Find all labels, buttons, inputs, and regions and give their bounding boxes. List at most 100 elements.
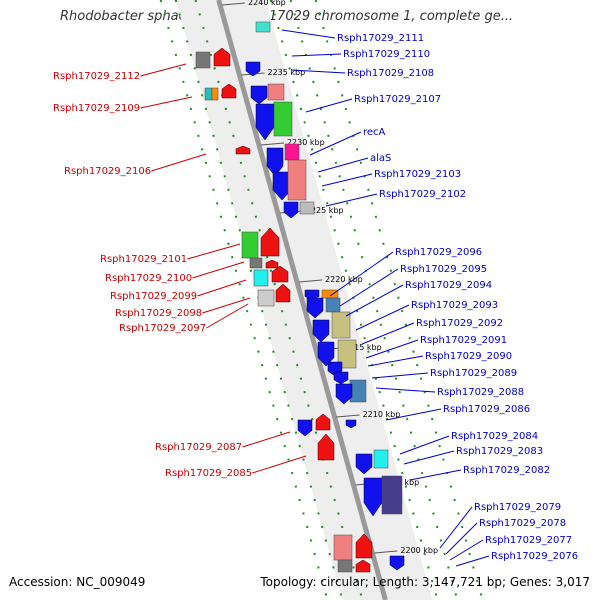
right-leader-line xyxy=(449,539,484,561)
right-leader-line xyxy=(367,355,424,367)
right-gene-label: Rsph17029_2103 xyxy=(374,169,461,180)
right-gene-label: Rsph17029_2089 xyxy=(430,368,517,379)
left-gene-label: Rsph17029_2109 xyxy=(53,103,140,114)
left-leader-line xyxy=(140,96,193,109)
right-gene-label: Rsph17029_2076 xyxy=(491,551,578,562)
gene-arrow xyxy=(312,319,330,343)
right-gene-label: Rsph17029_2090 xyxy=(425,351,512,362)
left-leader-line xyxy=(187,243,241,260)
right-leader-line xyxy=(281,29,336,39)
gene-block xyxy=(349,379,367,403)
right-leader-line xyxy=(361,322,415,345)
gene-arrow xyxy=(355,559,371,573)
left-gene-label: Rsph17029_2112 xyxy=(53,71,140,82)
gene-arrow xyxy=(315,413,331,431)
right-gene-label: recA xyxy=(363,127,386,138)
right-leader-line xyxy=(355,304,410,331)
tick-mark xyxy=(260,142,285,146)
left-leader-line xyxy=(197,279,247,297)
gene-block xyxy=(333,534,353,561)
gene-block xyxy=(331,311,351,339)
right-leader-line xyxy=(325,193,378,207)
gene-block xyxy=(241,231,259,259)
tick-label: 2230 kbp xyxy=(287,138,325,147)
right-gene-label: Rsph17029_2079 xyxy=(474,502,561,513)
left-leader-line xyxy=(252,455,307,474)
gene-block xyxy=(325,297,341,313)
right-gene-label: Rsph17029_2108 xyxy=(347,68,434,79)
right-gene-label: Rsph17029_2111 xyxy=(337,33,424,44)
left-leader-line xyxy=(151,153,207,172)
gene-block xyxy=(287,159,307,201)
gene-block xyxy=(257,289,275,307)
left-gene-label: Rsph17029_2097 xyxy=(119,323,206,334)
gene-arrow xyxy=(317,433,335,461)
tick-label: 2235 kbp xyxy=(268,68,306,77)
gene-arrow xyxy=(297,419,313,437)
gene-arrow xyxy=(345,419,357,429)
right-leader-line xyxy=(321,173,373,187)
right-leader-line xyxy=(439,506,473,549)
right-leader-line xyxy=(399,435,450,455)
gene-block xyxy=(253,269,269,287)
gene-block xyxy=(381,475,403,515)
gene-arrow xyxy=(260,227,280,257)
right-leader-line xyxy=(339,268,399,307)
right-leader-line xyxy=(365,339,419,359)
gene-arrow xyxy=(266,147,284,177)
right-leader-line xyxy=(309,131,362,156)
right-leader-line xyxy=(409,469,462,481)
accession-text: Accession: NC_009049 xyxy=(9,575,146,589)
right-gene-label: Rsph17029_2086 xyxy=(443,404,530,415)
frame-guide-3 xyxy=(269,0,439,600)
right-leader-line xyxy=(385,408,442,421)
tick-mark xyxy=(374,550,398,554)
gene-block xyxy=(195,51,211,69)
right-gene-label: Rsph17029_2093 xyxy=(411,300,498,311)
right-gene-label: Rsph17029_2094 xyxy=(405,280,492,291)
gene-arrow xyxy=(335,383,353,405)
frame-guide-0 xyxy=(159,0,329,600)
genome-summary-text: Topology: circular; Length: 3,147,721 bp… xyxy=(260,575,590,589)
right-gene-label: Rsph17029_2102 xyxy=(379,189,466,200)
left-gene-label: Rsph17029_2101 xyxy=(100,254,187,265)
gene-arrow xyxy=(389,555,405,571)
tick-label: 2220 kbp xyxy=(325,275,363,284)
right-leader-line xyxy=(329,251,394,297)
gene-arrow xyxy=(275,283,291,303)
right-gene-label: Rsph17029_2077 xyxy=(485,535,572,546)
gene-arrow xyxy=(283,201,299,219)
gene-block xyxy=(211,87,219,101)
gene-arrow xyxy=(235,145,251,155)
right-leader-line xyxy=(317,157,369,173)
right-leader-line xyxy=(371,372,429,379)
frame-guide-1 xyxy=(174,0,344,600)
left-gene-label: Rsph17029_2087 xyxy=(155,442,242,453)
gene-block xyxy=(267,83,285,101)
map-title: Rhodobacter sphaeroides ATCC 17029 chrom… xyxy=(60,9,514,24)
right-gene-label: alaS xyxy=(370,153,391,164)
tick-mark xyxy=(222,2,246,6)
left-gene-label: Rsph17029_2098 xyxy=(115,308,202,319)
gene-arrow xyxy=(271,265,289,283)
gene-block xyxy=(373,449,389,469)
right-leader-line xyxy=(375,387,436,393)
gene-arrow xyxy=(355,453,373,475)
tick-label: 2225 kbp xyxy=(306,206,344,215)
right-gene-label: Rsph17029_2096 xyxy=(395,247,482,258)
left-gene-label: Rsph17029_2085 xyxy=(165,468,252,479)
tick-label: 2215 kbp xyxy=(344,343,382,352)
right-gene-label: Rsph17029_2095 xyxy=(400,264,487,275)
right-gene-label: Rsph17029_2078 xyxy=(479,518,566,529)
gene-arrow xyxy=(306,297,324,319)
left-gene-label: Rsph17029_2099 xyxy=(110,291,197,302)
gene-block xyxy=(337,339,357,369)
left-gene-label: Rsph17029_2106 xyxy=(64,166,151,177)
tick-mark xyxy=(336,414,360,418)
left-leader-line xyxy=(206,303,249,329)
right-gene-label: Rsph17029_2107 xyxy=(354,94,441,105)
gene-block xyxy=(273,101,293,137)
frame-guide-5 xyxy=(314,0,484,600)
gene-block xyxy=(255,21,271,33)
